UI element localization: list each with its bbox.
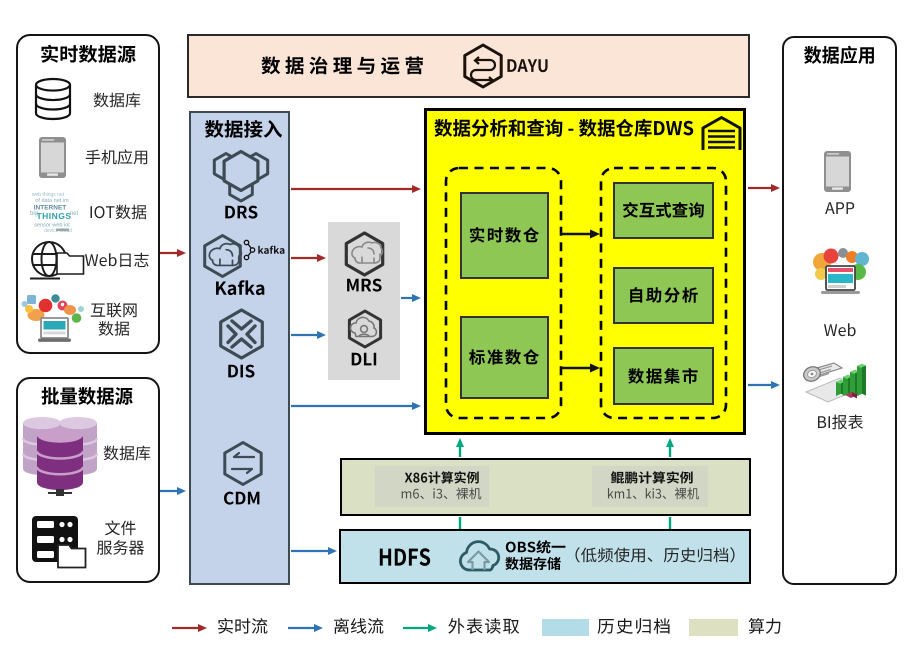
svg-text:THINGS: THINGS [36, 211, 71, 221]
svg-text:net: net [70, 211, 79, 217]
svg-text:big: big [30, 211, 38, 217]
svg-text:of data net im: of data net im [35, 198, 69, 204]
svg-text:sensor web iot: sensor web iot [34, 223, 70, 229]
svg-text:web things net: web things net [32, 192, 65, 198]
svg-text:INTERNET: INTERNET [34, 205, 67, 212]
